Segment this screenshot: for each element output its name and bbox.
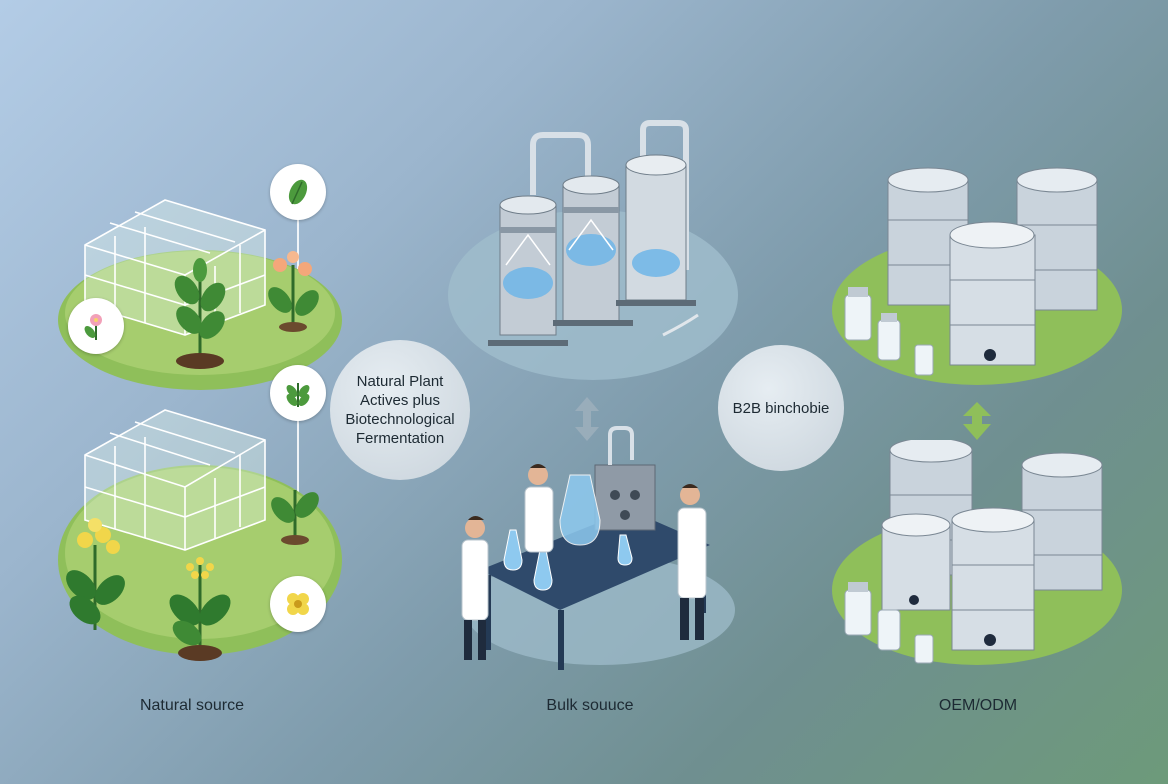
b2b-bubble-text: B2B binchobie [732,399,830,417]
still-tank-1 [499,195,557,336]
bubble-line-4: Fermentation [355,430,445,447]
flowering-plant-pink [268,251,319,332]
lab-apparatus [559,426,656,546]
leaf-icon [270,164,326,220]
scientist-middle [524,464,554,553]
yellow-flower-icon [270,576,326,632]
bubble-line-1: Natural Plant [356,373,444,390]
still-tank-3 [625,154,687,301]
bubble-line-3: Biotechnological [345,411,455,428]
pink-flower-icon [68,298,124,354]
b2b-bubble: B2B binchobie [718,345,844,471]
drums-bottom [832,440,1122,665]
drums-top [832,167,1122,385]
down-arrow-icon [963,402,991,440]
lab-scientists-scene [461,426,735,670]
still-tank-2 [562,175,620,326]
drum-bottom-4 [951,507,1035,651]
drum-bottom-2 [1021,452,1103,591]
bulk-source-caption: Bulk souuce [546,697,634,714]
vials-bottom [844,582,934,664]
greenhouse-top [58,199,342,390]
vials-top [844,287,934,376]
drum-bottom-3 [881,513,951,611]
double-arrow-icon [575,397,599,441]
natural-source-caption: Natural source [139,697,245,714]
oem-odm-caption: OEM/ODM [938,697,1018,714]
sprout-icon [270,365,326,421]
drum-top-3 [949,221,1036,366]
sprout-right [271,490,319,545]
yellow-flower-plant-left [66,518,125,630]
yellow-flower-plant-center [169,557,231,661]
plant-sprout [174,258,226,369]
distillation-equipment [448,120,738,380]
natural-plant-actives-bubble: Natural Plant Actives plus Biotechnologi… [330,340,470,480]
scientist-left [461,516,489,660]
bubble-line-2: Actives plus [359,392,441,409]
scientist-right [677,484,707,640]
